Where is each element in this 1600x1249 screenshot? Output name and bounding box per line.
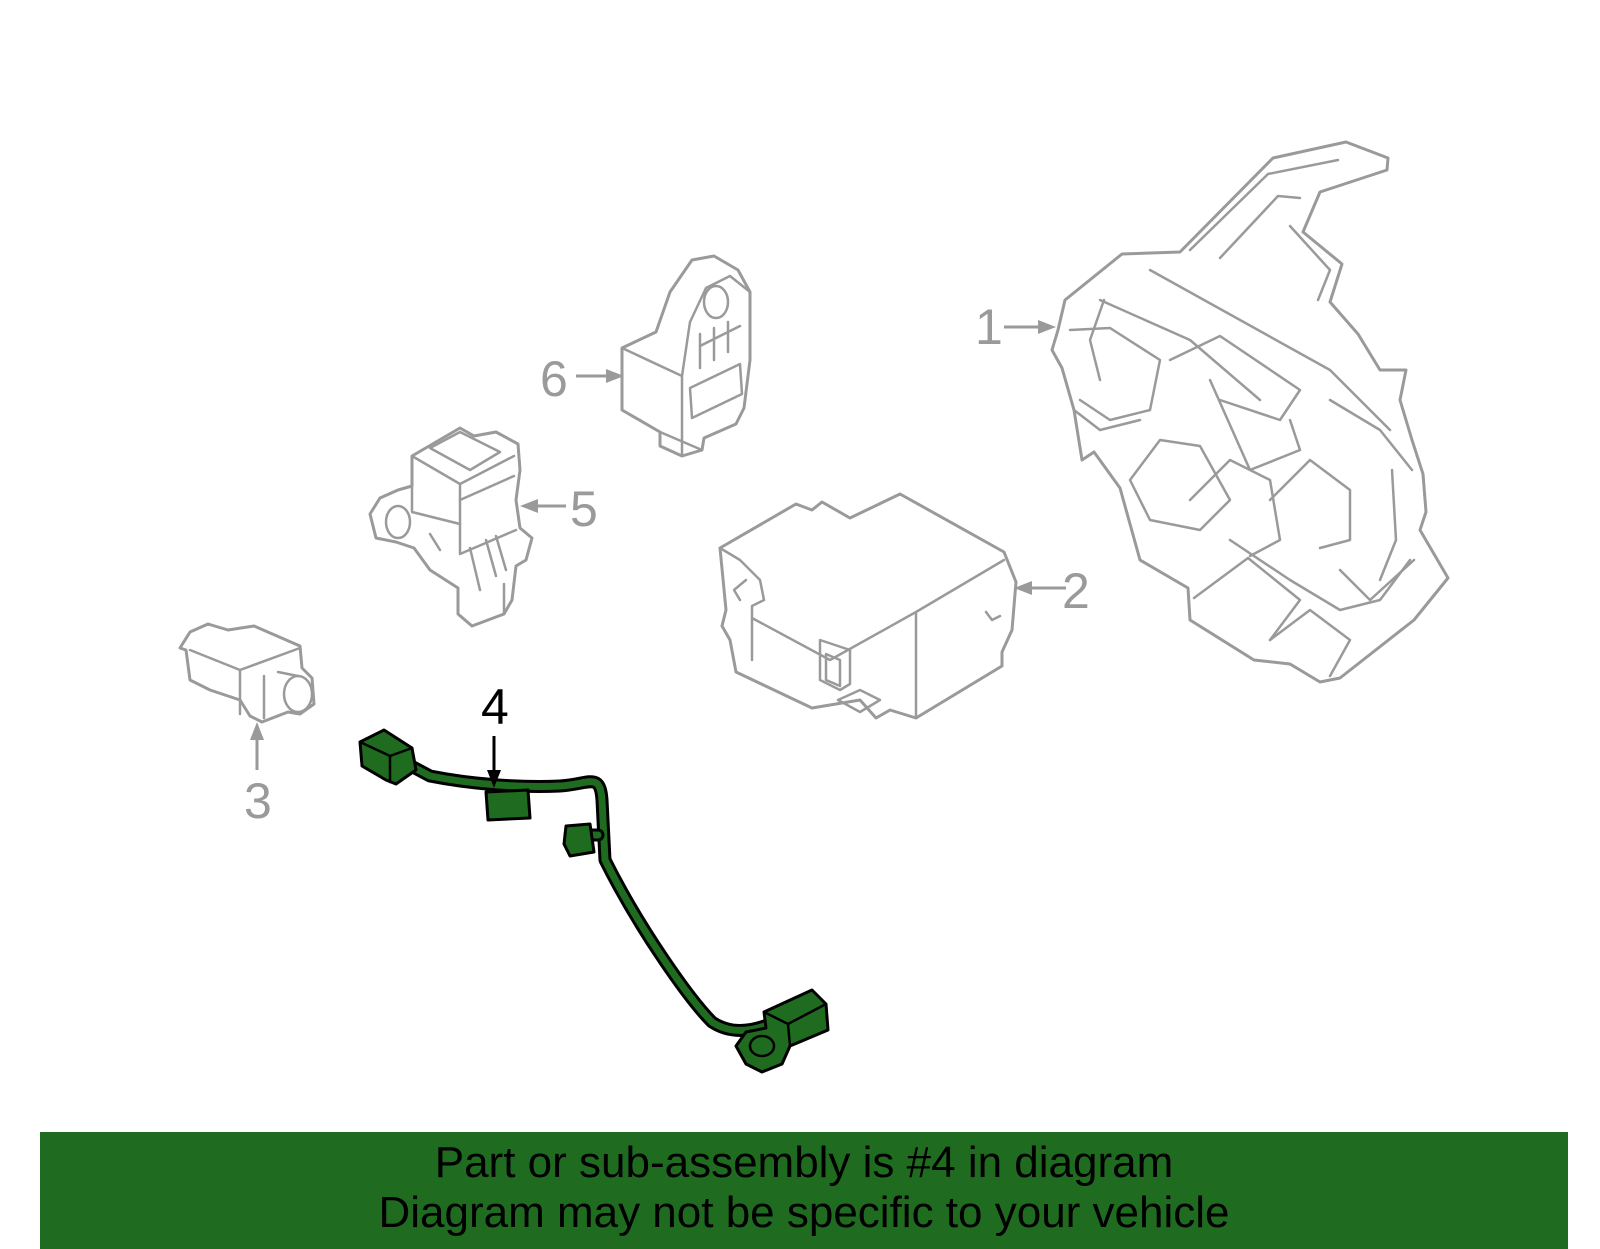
part-5-crash-sensor — [368, 426, 534, 628]
callout-label-4: 4 — [481, 679, 509, 735]
callout-label-2: 2 — [1062, 563, 1090, 619]
callout-label-6: 6 — [540, 351, 568, 407]
part-4-wiring-harness — [358, 728, 830, 1074]
banner-line-disclaimer: Diagram may not be specific to your vehi… — [378, 1188, 1230, 1237]
callout-label-3: 3 — [244, 773, 272, 829]
part-3-impact-sensor — [178, 622, 316, 724]
callout-1: 1 — [975, 299, 1056, 355]
banner-line-part-number: Part or sub-assembly is #4 in diagram — [434, 1138, 1174, 1187]
info-banner: Part or sub-assembly is #4 in diagram Di… — [40, 1132, 1568, 1249]
part-2-control-module — [718, 492, 1018, 720]
callout-4: 4 — [481, 679, 509, 788]
callout-6: 6 — [540, 351, 624, 407]
harness-connector-left — [358, 728, 418, 786]
harness-connector-right — [734, 988, 830, 1074]
callout-2: 2 — [1014, 563, 1090, 619]
callout-3: 3 — [244, 722, 272, 829]
callout-5: 5 — [520, 481, 598, 537]
callout-label-1: 1 — [975, 299, 1003, 355]
part-1-steering-assembly — [1050, 140, 1450, 684]
harness-clip-middle — [484, 788, 532, 822]
callout-label-5: 5 — [570, 481, 598, 537]
harness-connector-branch — [562, 822, 596, 858]
part-6-side-sensor — [620, 254, 752, 458]
